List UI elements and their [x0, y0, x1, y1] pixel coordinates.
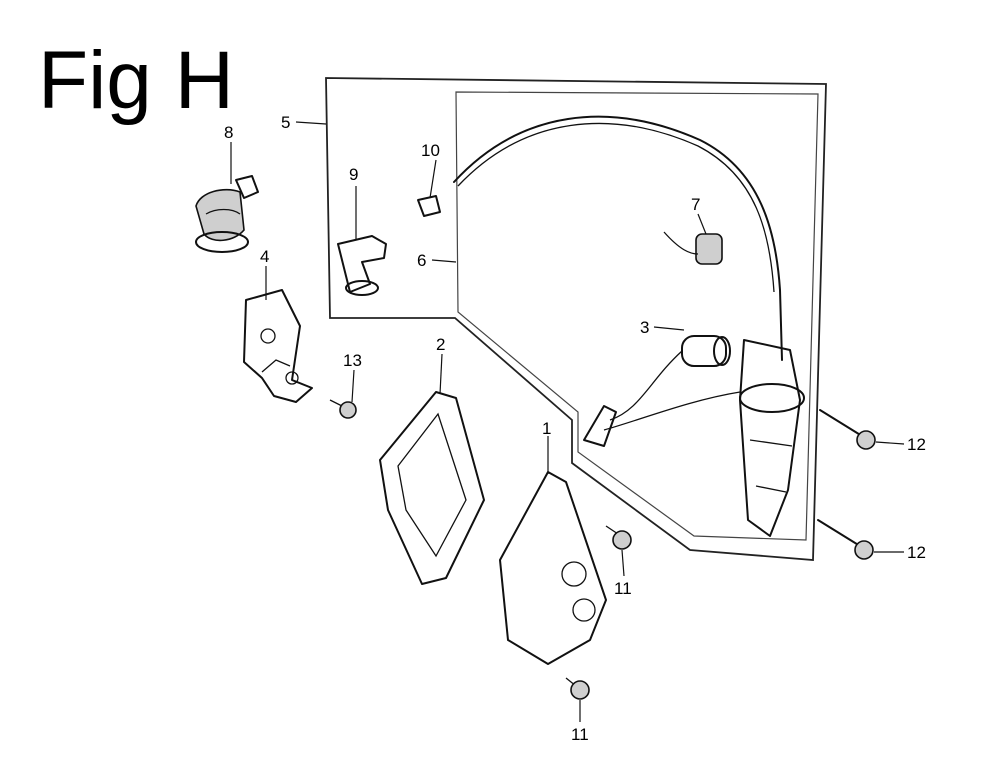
callout-11-upper: 11	[614, 579, 632, 598]
ground-wire	[663, 231, 699, 255]
callout-3: 3	[640, 318, 649, 337]
callout-2: 2	[436, 335, 445, 354]
condenser	[609, 335, 731, 421]
cover-screw-upper	[605, 525, 632, 550]
lead-boot	[337, 235, 387, 296]
callout-1: 1	[542, 419, 551, 438]
callout-6: 6	[417, 251, 426, 270]
callout-4: 4	[260, 247, 269, 266]
leader-lines	[230, 121, 905, 722]
callout-9: 9	[349, 165, 358, 184]
gasket	[379, 391, 485, 585]
callout-12-upper: 12	[907, 435, 926, 454]
callout-8: 8	[224, 123, 233, 142]
ignition-wire	[453, 115, 783, 361]
callout-11-lower: 11	[571, 725, 589, 744]
callout-7: 7	[691, 195, 700, 214]
ignition-coil	[739, 339, 805, 537]
assembly-frame-5	[325, 77, 827, 561]
wire-clip	[417, 195, 441, 217]
small-screw	[329, 399, 357, 419]
coil-bolt-lower	[817, 519, 874, 560]
cover-screw-lower	[565, 677, 590, 700]
coil-bolt-upper	[819, 409, 876, 450]
callout-12-lower: 12	[907, 543, 926, 562]
assembly-frame-6	[455, 91, 819, 541]
callout-13: 13	[343, 351, 362, 370]
spark-plug-cap	[195, 175, 259, 253]
mounting-bracket	[243, 289, 313, 403]
callout-5: 5	[281, 113, 290, 132]
grommet	[695, 233, 723, 265]
callout-10: 10	[421, 141, 440, 160]
figure-title: Fig H	[38, 35, 234, 126]
terminal-connector	[583, 391, 741, 447]
cover	[499, 471, 607, 665]
